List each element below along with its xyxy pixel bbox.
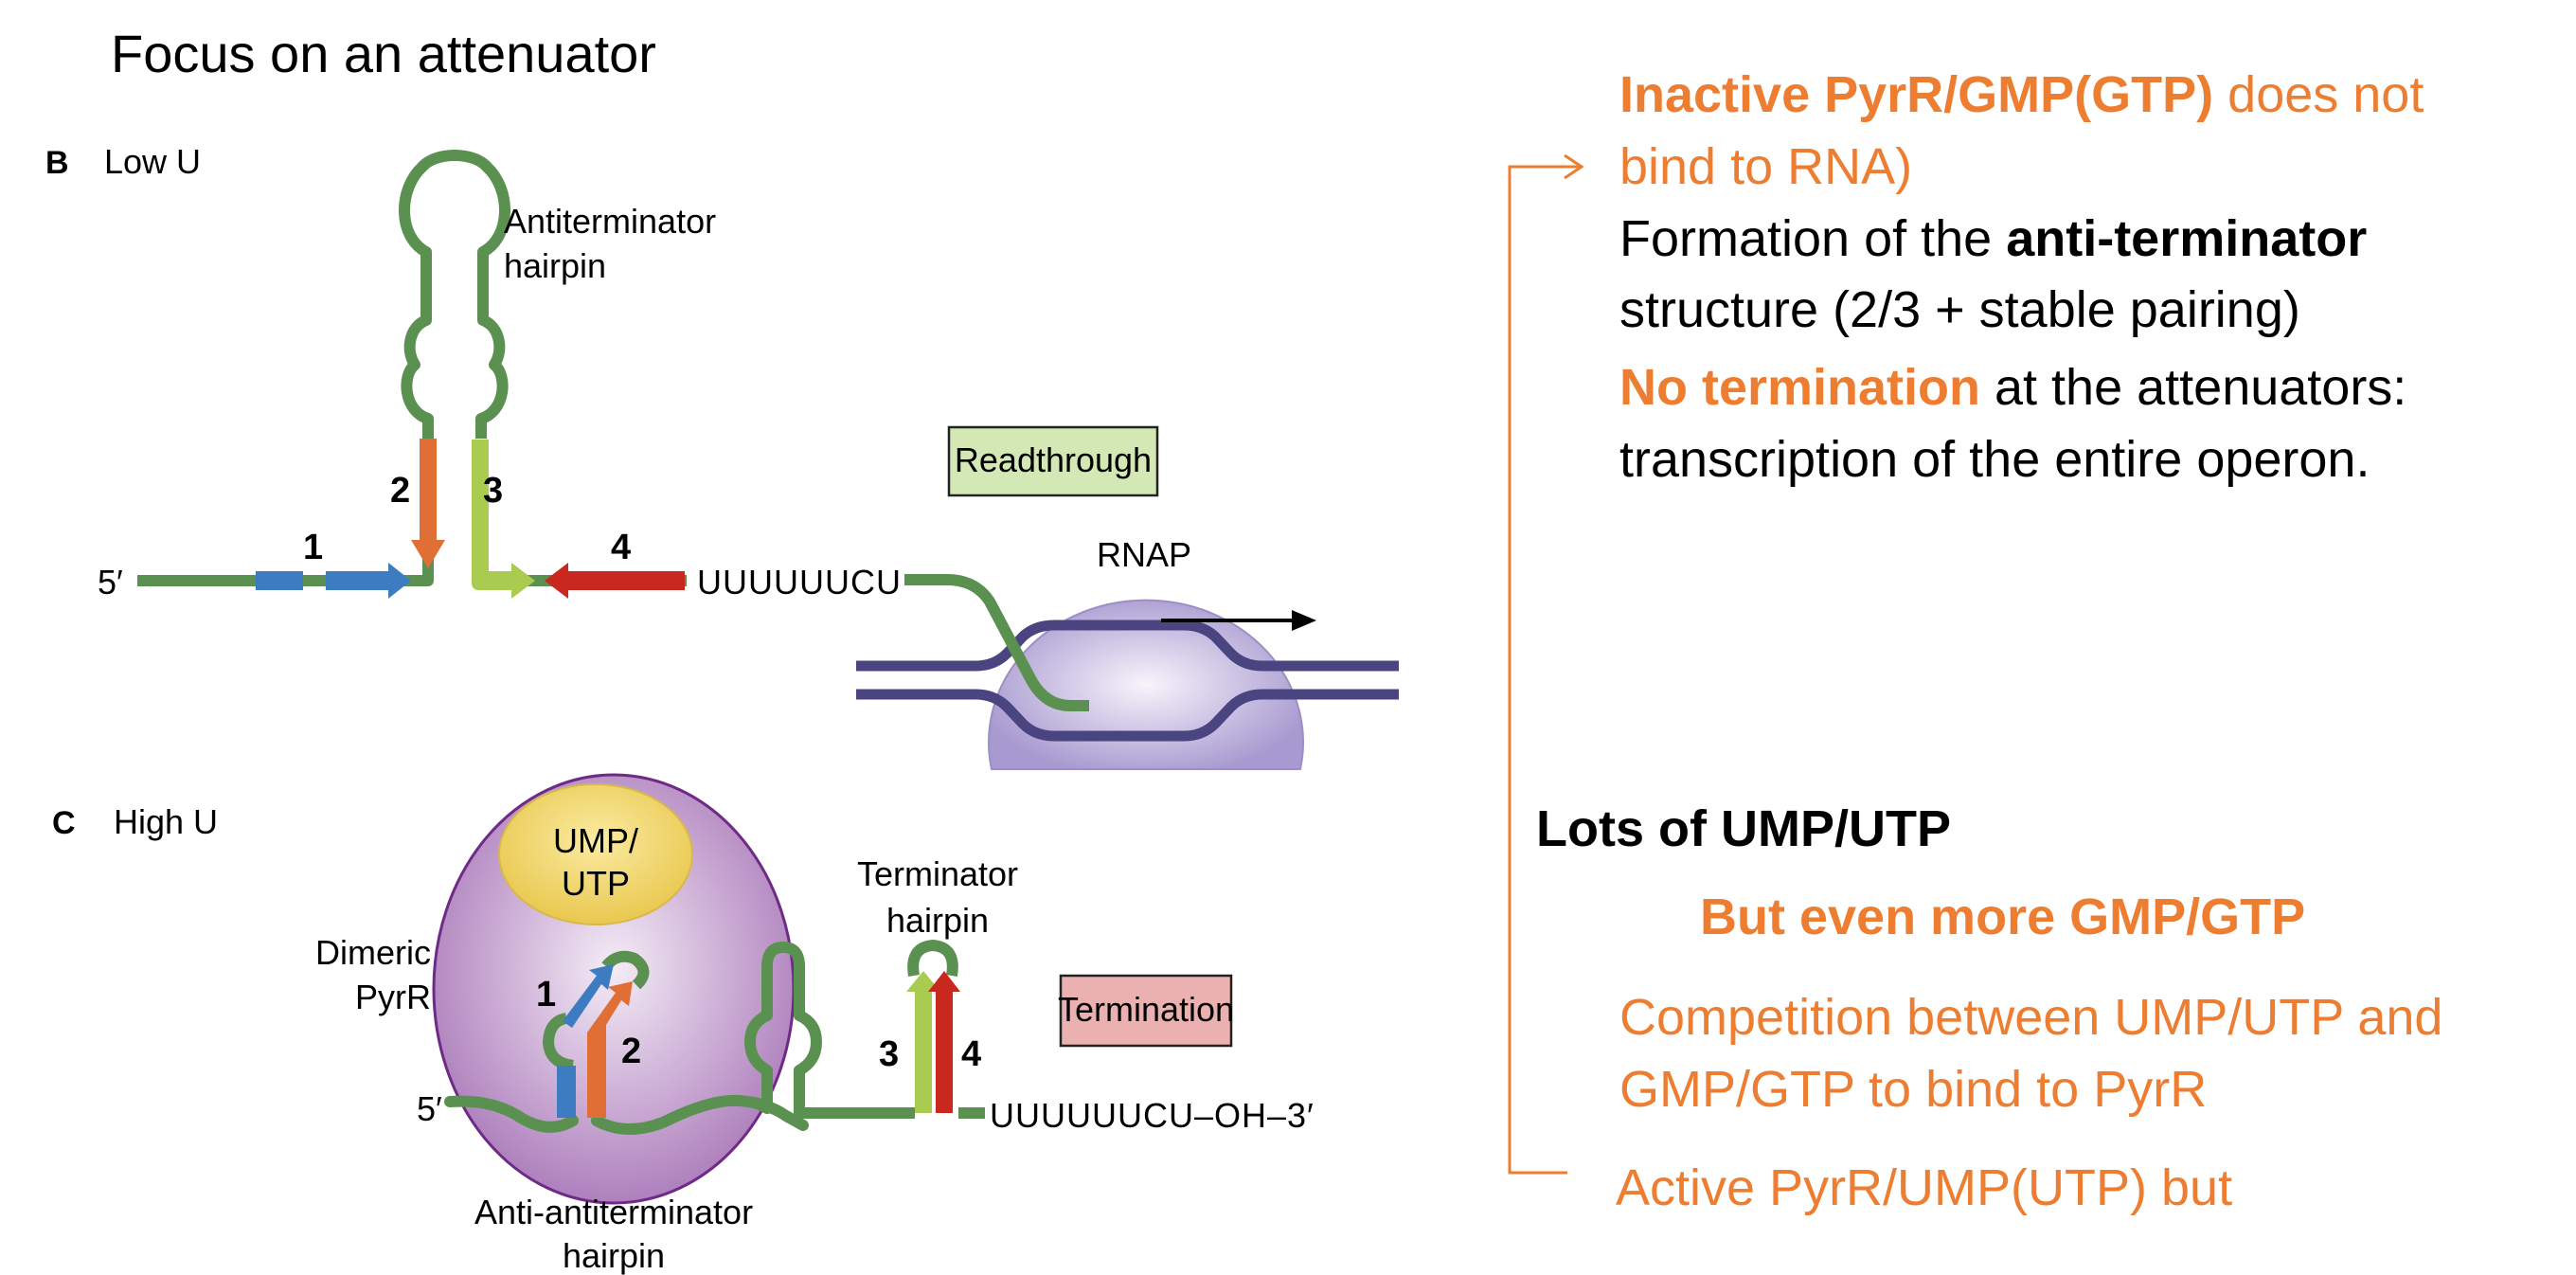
five-prime-label-b: 5′ [98, 563, 123, 602]
note-bottom-line3: Active PyrR/UMP(UTP) but [1616, 1159, 2232, 1216]
note-top-line6: transcription of the entire operon. [1619, 431, 2370, 488]
terminator-loop [907, 939, 958, 977]
segment-3-label-b: 3 [483, 471, 503, 511]
note-bottom-heading: Lots of UMP/UTP [1536, 800, 1951, 857]
segment-1-arrow [326, 563, 411, 599]
panel-b-label: Low U [104, 142, 201, 181]
note-top-line5-bold: No termination [1619, 359, 1980, 416]
note-bottom-line2: GMP/GTP to bind to PyrR [1619, 1061, 2207, 1118]
dna-top-strand [856, 620, 1399, 672]
direction-arrow-icon [1292, 610, 1316, 631]
segment-1-label-c: 1 [536, 975, 556, 1015]
anti-antiterminator-side-loop [542, 1013, 575, 1071]
note-top-line1-bold: Inactive PyrR/GMP(GTP) [1619, 66, 2213, 123]
segment-3-arrow [472, 440, 535, 599]
segment-2-label-c: 2 [621, 1032, 641, 1071]
anti-antiterminator-label-line1: Anti-antiterminator [474, 1193, 753, 1231]
note-top-line2: bind to RNA) [1619, 138, 1912, 195]
panel-b: B Low U 5′ 1 Antiterminator hairpin 2 3 … [45, 142, 1399, 770]
bracket-connector [1508, 165, 1580, 1175]
termination-box [1059, 974, 1233, 1048]
ump-utp-ligand [498, 783, 693, 925]
anti-antiterminator-label-line2: hairpin [563, 1236, 665, 1275]
ligand-label-line2: UTP [562, 864, 630, 903]
note-top-line3-bold: anti-terminator [2006, 210, 2367, 267]
slide-title: Focus on an attenuator [111, 24, 656, 83]
segment-2-arrow-c [587, 981, 633, 1118]
segment-1-label-b: 1 [303, 528, 323, 567]
segment-4-arrow-c [928, 971, 960, 1113]
rna-strand-c-left [444, 1095, 579, 1133]
pyrr-label-line2: PyrR [355, 978, 431, 1016]
antiterminator-label-line1: Antiterminator [504, 202, 716, 241]
sequence-c: UUUUUUCU–OH–3′ [990, 1096, 1315, 1135]
segment-3-arrow-c [906, 971, 940, 1113]
segment-2-label-b: 2 [390, 471, 410, 511]
pause-hairpin [744, 942, 915, 1119]
note-top-line3-pre: Formation of the [1619, 210, 2006, 267]
note-top-line3: Formation of the anti-terminator [1619, 210, 2367, 267]
readthrough-box [947, 425, 1159, 497]
antiterminator-label-line2: hairpin [504, 246, 606, 285]
dna-bottom-strand [856, 689, 1399, 742]
sequence-b: UUUUUUCU [697, 563, 902, 602]
five-prime-label-c: 5′ [417, 1089, 442, 1128]
note-top-line1-rest: does not [2213, 66, 2424, 123]
antiterminator-hairpin [399, 150, 510, 439]
note-top-line4: structure (2/3 + stable pairing) [1619, 281, 2300, 338]
terminator-label-line2: hairpin [886, 901, 989, 940]
nascent-rna [904, 574, 1089, 711]
note-top-line5: No termination at the attenuators: [1619, 359, 2406, 416]
panel-b-letter: B [45, 145, 69, 181]
bracket-arrow-icon [1564, 153, 1584, 180]
note-bottom-line1: Competition between UMP/UTP and [1619, 989, 2442, 1046]
segment-3-label-c: 3 [879, 1034, 899, 1074]
note-top-line5-rest: at the attenuators: [1980, 359, 2406, 416]
segment-4-arrow [545, 563, 685, 599]
segment-1-arrow-c [563, 964, 614, 1028]
panel-c-letter: C [52, 805, 76, 841]
note-top-line1: Inactive PyrR/GMP(GTP) does not [1619, 66, 2424, 123]
notes: Inactive PyrR/GMP(GTP) does not bind to … [1508, 66, 2442, 1216]
segment-2-arrow [411, 439, 445, 568]
segment-4-label-c: 4 [961, 1034, 981, 1074]
ligand-label-line1: UMP/ [553, 821, 638, 860]
segment-1-block-c [557, 1066, 576, 1118]
pyrr-label-line1: Dimeric [315, 933, 431, 972]
rnap-label: RNAP [1097, 535, 1191, 574]
panel-c-label: High U [114, 802, 218, 841]
readthrough-label: Readthrough [955, 440, 1152, 479]
terminator-label-line1: Terminator [857, 854, 1018, 893]
segment-4-label-b: 4 [611, 528, 631, 567]
note-bottom-subheading: But even more GMP/GTP [1700, 889, 2305, 945]
termination-label: Termination [1058, 990, 1234, 1029]
anti-antiterminator-top-loop [601, 950, 650, 990]
segment-1-block [256, 571, 303, 590]
panel-c: C High U UMP/ UTP Dimeric PyrR 5′ 1 2 Te… [52, 773, 1315, 1275]
